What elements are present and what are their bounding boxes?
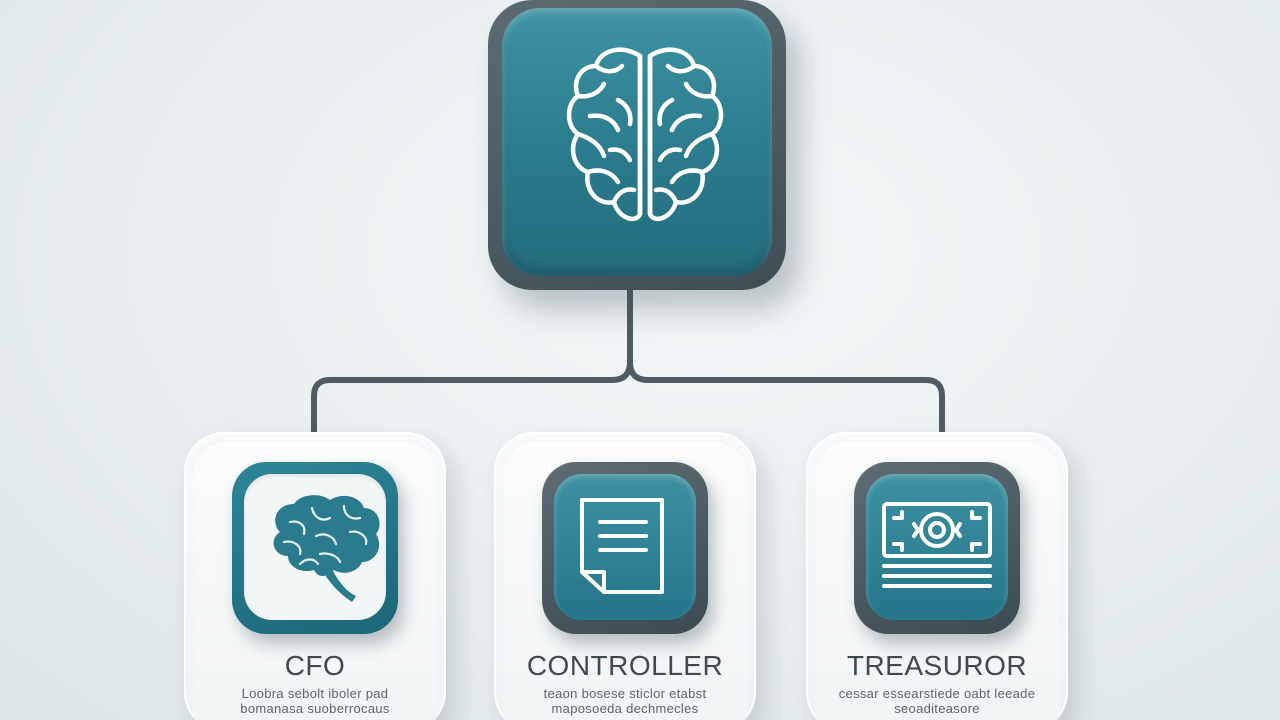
node-description: Loobra sebolt iboler pad bomanasa suober… [240,686,390,716]
root-node-face [502,8,772,276]
node-description: teaon bosese sticlor etabst maposoeda de… [543,686,707,716]
node-card-treasuror[interactable]: TREASUROR cessar essearstiede oabt leead… [806,432,1068,720]
node-description: cessar essearstiede oabt leeade seoadite… [838,686,1036,716]
brain-outline-icon [566,47,724,222]
root-node[interactable] [488,0,786,290]
money-icon [882,502,992,588]
controller-icon-frame [542,462,708,634]
cfo-icon-frame [232,462,398,634]
node-card-controller[interactable]: CONTROLLER teaon bosese sticlor etabst m… [494,432,756,720]
node-title: CONTROLLER [526,650,724,681]
treasuror-icon-frame [854,462,1020,634]
node-title: TREASUROR [846,650,1028,681]
brain-icon [273,495,380,602]
node-title: CFO [284,650,346,681]
node-card-cfo[interactable]: CFO Loobra sebolt iboler pad bomanasa su… [184,432,446,720]
document-icon [580,498,664,594]
